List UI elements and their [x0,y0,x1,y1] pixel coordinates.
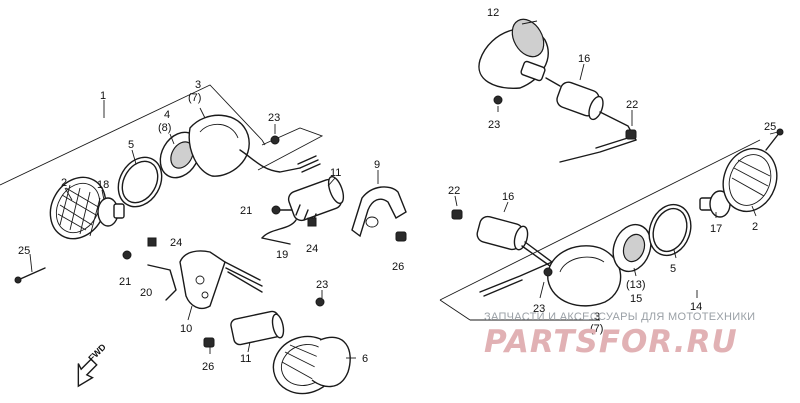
callout-26-lower: 26 [202,361,214,373]
callout-5-right: 5 [670,263,676,275]
callout-1: 1 [100,90,106,102]
bracket-10 [179,250,263,310]
callout-7-paren-left: (7) [188,92,201,104]
callout-24-lower: 24 [170,237,182,249]
callout-18: 18 [97,179,109,191]
callout-22-upper: 22 [626,99,638,111]
stay-bracket-9 [351,186,407,238]
forward-arrow-icon: FWD [77,341,108,388]
relay-unit-11 [287,175,345,225]
relay-unit-16-lower [476,215,553,267]
rear-right-socket [612,223,652,273]
screw-23-lower [315,297,325,307]
callout-16-lower: 16 [502,191,514,203]
rear-right-bulb [699,190,731,218]
callout-numbers: 1 2 3 (7) 4 (8) 5 18 23 11 9 21 24 19 26… [18,7,776,373]
callout-17: 17 [710,223,722,235]
relay-unit-11-lower [230,310,285,346]
callout-14: 14 [690,301,702,313]
callout-9: 9 [374,159,380,171]
grommet-24-lower [147,237,157,247]
grommet-24-upper [307,217,317,227]
clip-20 [147,264,177,301]
screw-23-right-upper [493,95,503,105]
callout-20: 20 [140,287,152,299]
callout-6: 6 [362,353,368,365]
callout-4: 4 [164,109,170,121]
callout-23-b: 23 [316,279,328,291]
watermark-brand: PARTSFOR.RU [484,324,738,360]
rear-right-lens [722,147,778,213]
screw-23-right-lower [543,267,553,277]
watermark: ЗАПЧАСТИ И АКСЕССУАРЫ ДЛЯ МОТОТЕХНИКИ PA… [484,311,755,360]
nut-22-upper [625,129,637,140]
relay-unit-16-upper [556,81,637,163]
callout-25-left: 25 [18,245,30,257]
nut-22-lower [451,209,463,220]
callout-13-paren: (13) [626,279,646,291]
front-left-gasket-ring [117,156,163,208]
screw-23-upper [270,135,280,145]
callout-12: 12 [487,7,499,19]
watermark-caption: ЗАПЧАСТИ И АКСЕССУАРЫ ДЛЯ МОТОТЕХНИКИ [484,311,755,323]
callout-5-left: 5 [128,139,134,151]
fwd-label: FWD [86,341,108,363]
rear-left-turn-signal-12 [478,18,561,89]
callout-26-upper: 26 [392,261,404,273]
callout-16-upper: 16 [578,53,590,65]
callout-21-lower: 21 [119,276,131,288]
callout-25-right: 25 [764,121,776,133]
front-left-assembly-frame [0,84,324,186]
callout-23-a: 23 [268,112,280,124]
callout-15: 15 [630,293,642,305]
screw-25-left [14,267,46,284]
front-left-housing [188,114,321,177]
callout-3-right: 3 [594,311,600,323]
rear-right-housing-3 [479,245,622,307]
callout-23-c: 23 [488,119,500,131]
nut-26-upper [395,231,407,242]
callout-10: 10 [180,323,192,335]
callout-2-left: 2 [61,177,67,189]
front-left-bulb [97,197,125,227]
callout-22-lower: 22 [448,185,460,197]
callout-8-paren: (8) [158,122,171,134]
rear-right-assembly-frame [439,139,761,321]
callout-3-left: 3 [195,79,201,91]
front-left-lens [49,176,107,240]
callout-7-paren-right: (7) [590,323,603,335]
leader-lines [29,20,779,359]
callout-19: 19 [276,249,288,261]
callout-11-upper: 11 [330,167,341,179]
clip-19 [261,219,297,245]
rear-right-gasket-ring [648,203,692,257]
bolt-21-lower [122,250,132,260]
callout-23-d: 23 [533,303,545,315]
callout-24-upper: 24 [306,243,318,255]
callout-21-upper: 21 [240,205,252,217]
callout-11-lower: 11 [240,353,251,365]
bolt-21-upper [271,205,293,215]
front-right-turn-signal-6 [272,335,351,395]
callout-2-right: 2 [752,221,758,233]
nut-26-lower [203,337,215,348]
